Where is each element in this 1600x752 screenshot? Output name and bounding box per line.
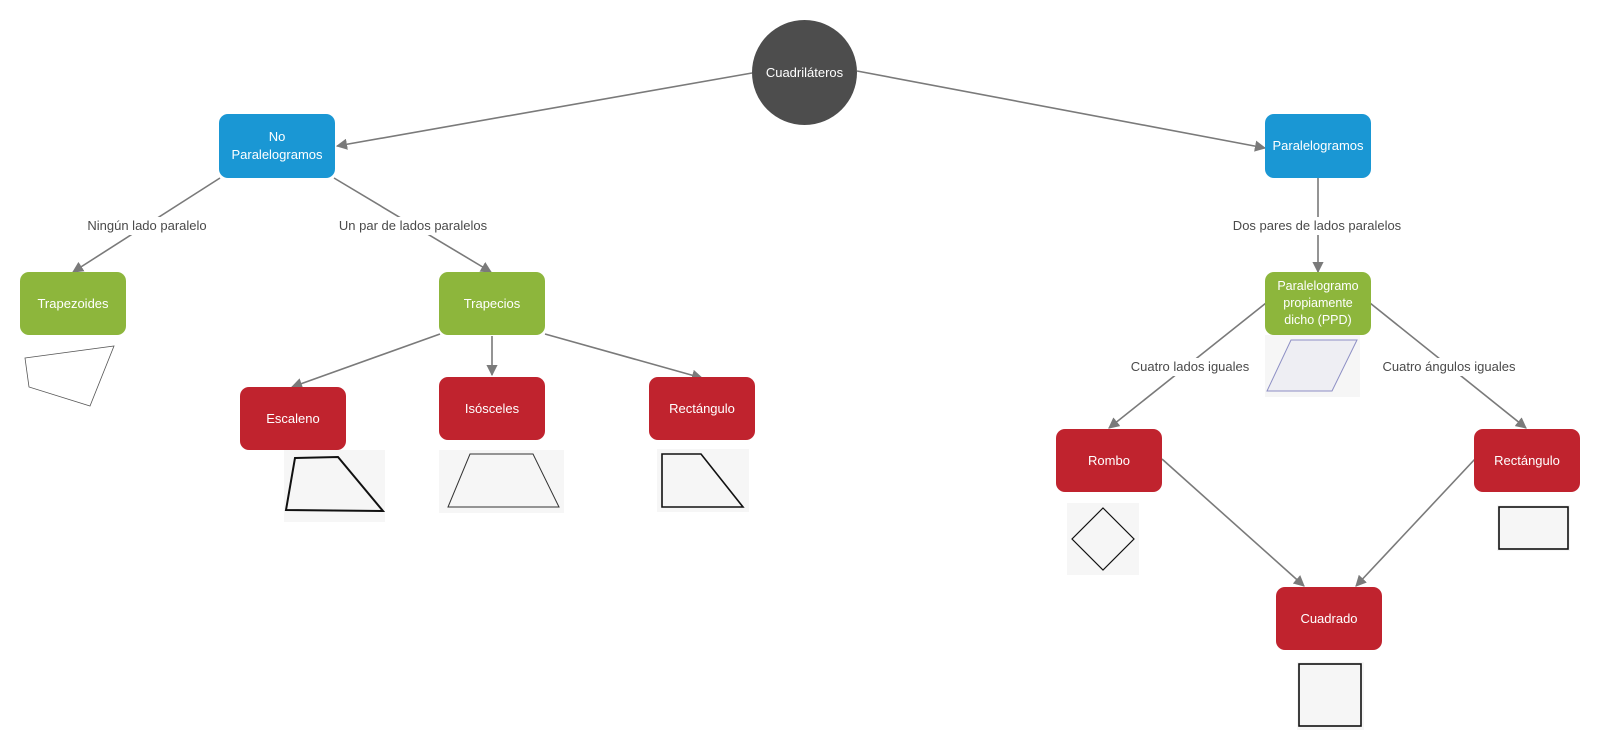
right-trapezoid-illustration: [657, 449, 749, 512]
node-escaleno[interactable]: Escaleno: [240, 387, 346, 450]
rhombus-illustration: [1067, 503, 1139, 575]
node-trapecios[interactable]: Trapecios: [439, 272, 545, 335]
edge-label-dos-pares: Dos pares de lados paralelos: [1229, 217, 1405, 235]
edge-rectangulo-cuadrado: [1355, 458, 1476, 587]
scalene-trapezoid-illustration: [284, 450, 385, 522]
edge-trapecios-escaleno: [290, 333, 441, 389]
node-ppd[interactable]: Paralelogramo propiamente dicho (PPD): [1265, 272, 1371, 335]
edge-label-cuatro-lados: Cuatro lados iguales: [1127, 358, 1253, 376]
node-rectangulo-trapecio[interactable]: Rectángulo: [649, 377, 755, 440]
rectangle-illustration: [1497, 505, 1570, 551]
node-cuadrado[interactable]: Cuadrado: [1276, 587, 1382, 650]
node-rectangulo[interactable]: Rectángulo: [1474, 429, 1580, 492]
edge-label-ningun-lado: Ningún lado paralelo: [84, 217, 210, 235]
node-isosceles[interactable]: Isósceles: [439, 377, 545, 440]
node-cuadrilateros[interactable]: Cuadriláteros: [752, 20, 857, 125]
trapezoid-illustration: [22, 344, 116, 408]
edge-rombo-cuadrado: [1161, 458, 1305, 587]
parallelogram-illustration: [1265, 335, 1360, 397]
edge-trapecios-rectangulo: [544, 333, 704, 381]
node-no-paralelogramos[interactable]: No Paralelogramos: [219, 114, 335, 178]
node-rombo[interactable]: Rombo: [1056, 429, 1162, 492]
edge-label-cuatro-angulos: Cuatro ángulos iguales: [1379, 358, 1519, 376]
square-illustration: [1297, 662, 1364, 730]
node-trapezoides[interactable]: Trapezoides: [20, 272, 126, 335]
edge-root-paralelogramos: [856, 70, 1267, 152]
edge-root-no-paralelogramos: [335, 72, 753, 150]
isosceles-trapezoid-illustration: [439, 450, 564, 513]
edge-label-un-par: Un par de lados paralelos: [335, 217, 491, 235]
node-paralelogramos[interactable]: Paralelogramos: [1265, 114, 1371, 178]
